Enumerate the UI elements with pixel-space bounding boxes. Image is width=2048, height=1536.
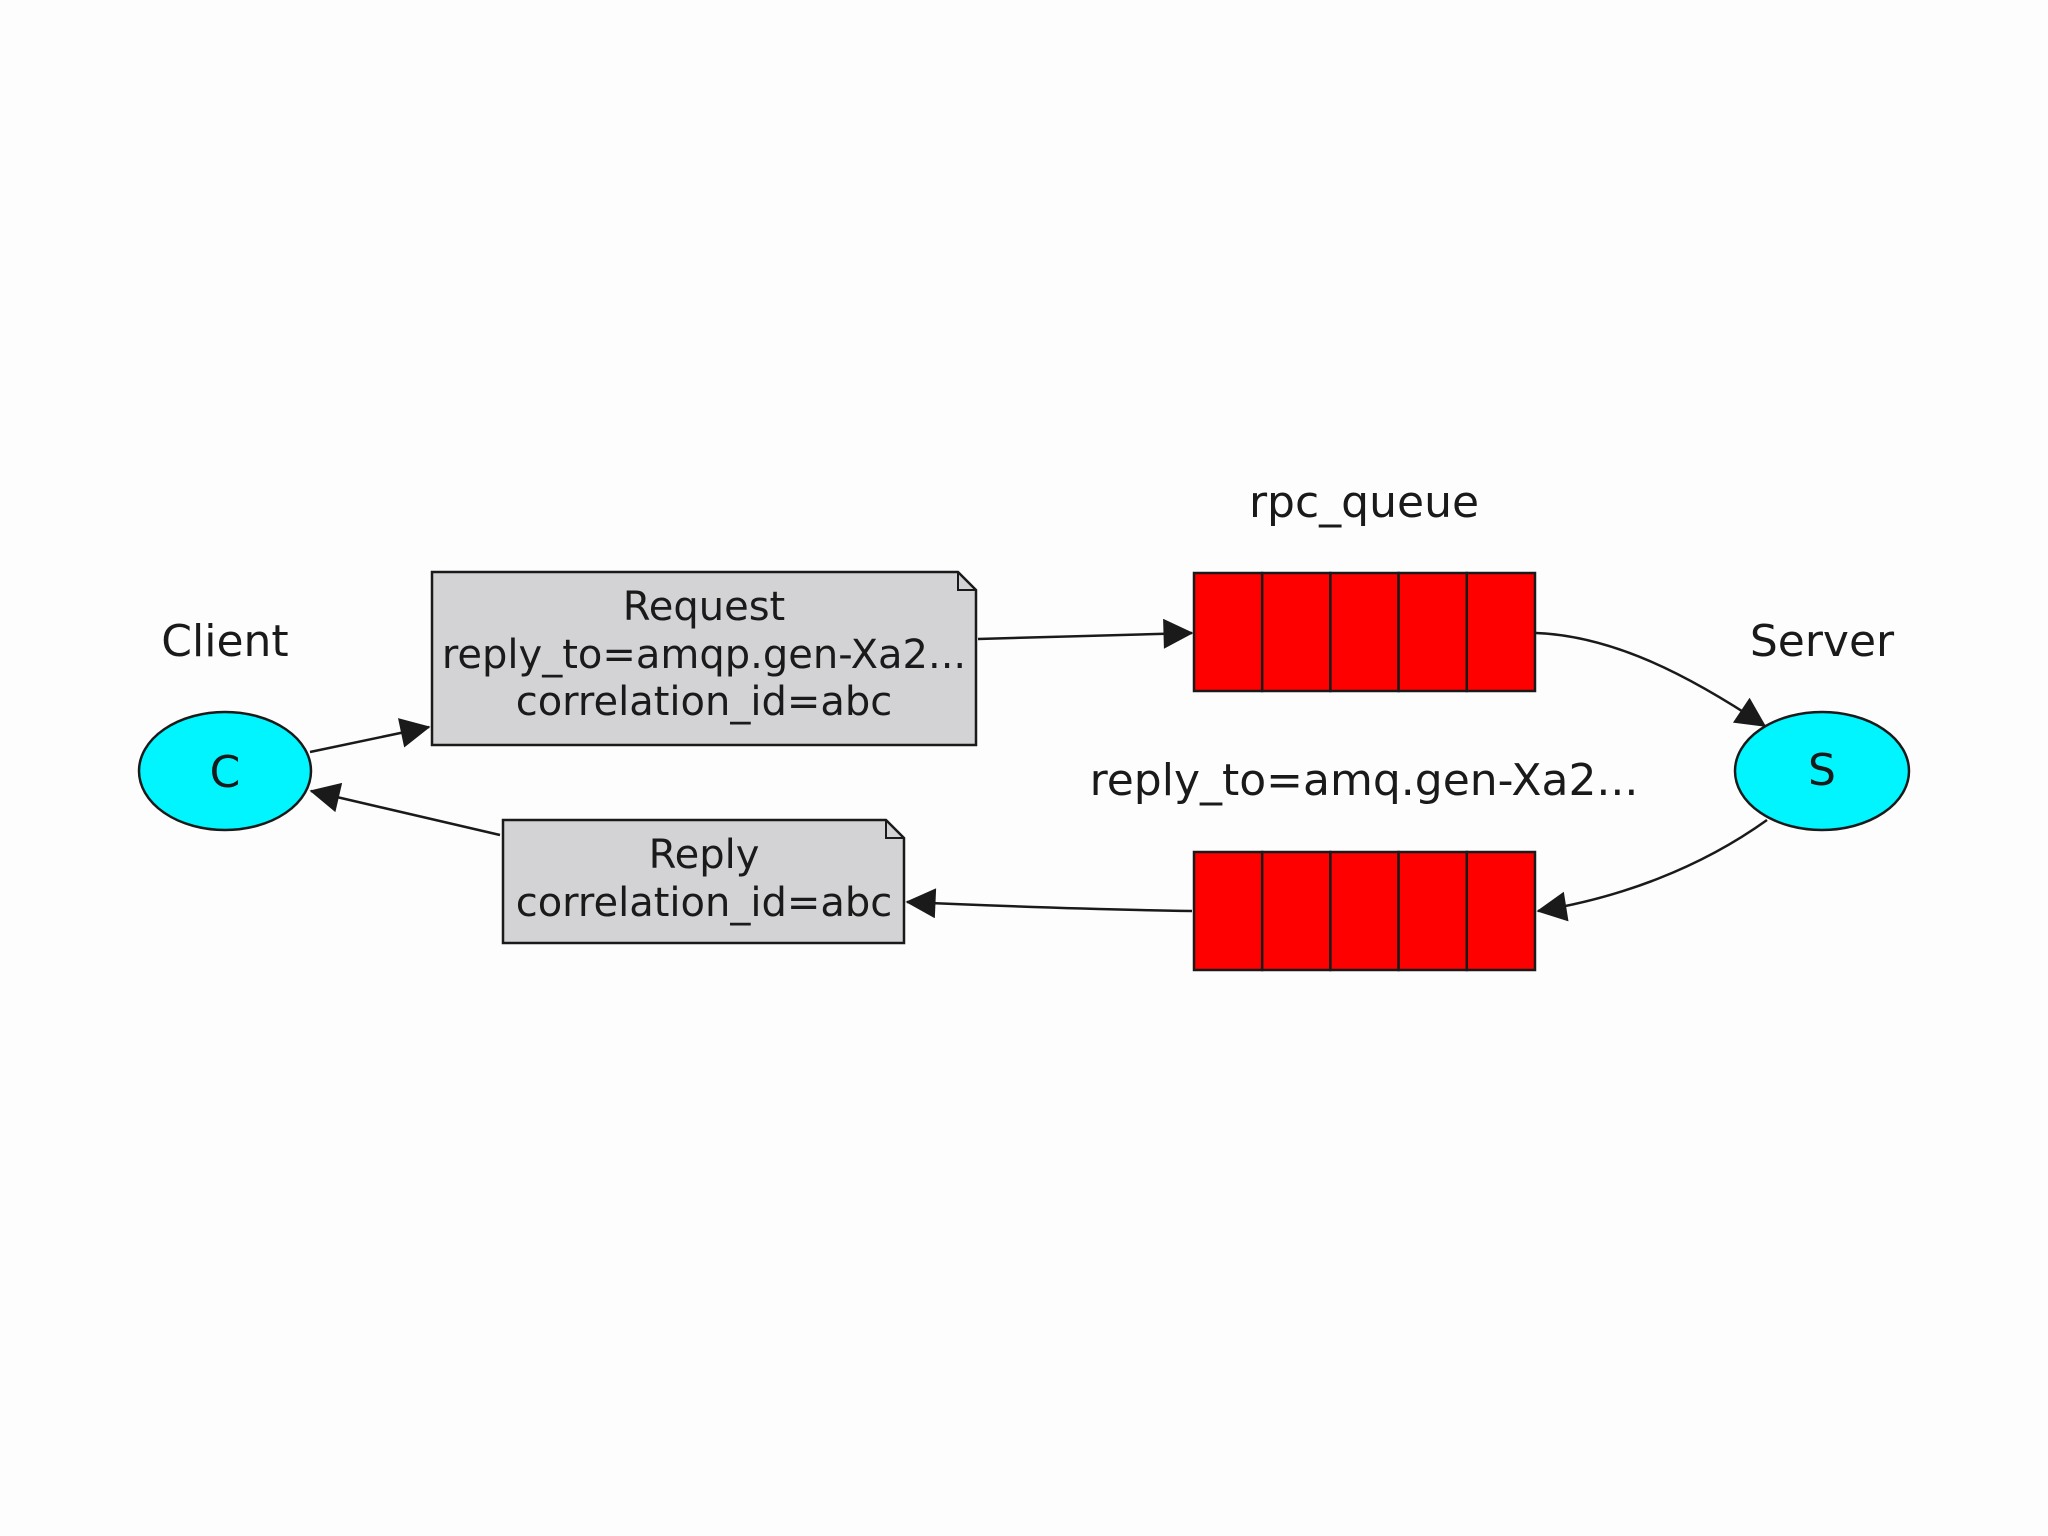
server-label: Server	[1750, 616, 1895, 667]
reply-message: Reply correlation_id=abc	[501, 818, 906, 945]
rpc-queue-cells	[1192, 571, 1537, 693]
reply-queue-cell	[1465, 850, 1537, 972]
server-ellipse	[1733, 710, 1911, 832]
reply-queue-cell	[1397, 850, 1469, 972]
edge-client-to-request	[309, 718, 431, 754]
edge-server-to-reply-queue	[1536, 818, 1768, 922]
request-message-fold	[957, 572, 976, 591]
edge-rpc-queue-to-server	[1535, 631, 1767, 728]
server-symbol: S	[1808, 745, 1836, 796]
client-label: Client	[161, 616, 288, 667]
request-message-box	[430, 570, 978, 747]
rpc-queue-label: rpc_queue	[1249, 477, 1479, 528]
reply-queue-cells	[1192, 850, 1537, 972]
client-ellipse	[137, 710, 313, 832]
rpc-queue-cell	[1260, 571, 1332, 693]
request-message-reply-to: reply_to=amqp.gen-Xa2...	[442, 632, 966, 678]
rpc-queue: rpc_queue	[1192, 477, 1537, 693]
request-message: Request reply_to=amqp.gen-Xa2... correla…	[430, 570, 978, 747]
request-message-correlation-id: correlation_id=abc	[516, 679, 893, 725]
reply-queue-label: reply_to=amq.gen-Xa2...	[1090, 755, 1639, 806]
edge-reply-queue-to-reply	[905, 888, 1193, 919]
reply-queue-cell	[1192, 850, 1264, 972]
reply-queue-cell	[1329, 850, 1400, 972]
reply-queue: reply_to=amq.gen-Xa2...	[1090, 755, 1639, 972]
rpc-queue-cell	[1329, 571, 1400, 693]
client-node: Client C	[137, 616, 313, 832]
rpc-queue-cell	[1465, 571, 1537, 693]
edge-reply-to-client	[309, 782, 501, 837]
rpc-queue-cell	[1192, 571, 1264, 693]
edge-request-to-rpc-queue	[977, 618, 1194, 649]
request-message-title: Request	[623, 584, 785, 630]
reply-message-title: Reply	[649, 832, 760, 878]
reply-message-box	[501, 818, 906, 945]
reply-message-correlation-id: correlation_id=abc	[516, 880, 893, 926]
server-node: Server S	[1733, 616, 1911, 832]
rpc-queue-cell	[1397, 571, 1469, 693]
client-symbol: C	[210, 747, 241, 798]
reply-queue-cell	[1260, 850, 1332, 972]
reply-message-fold	[885, 820, 904, 839]
